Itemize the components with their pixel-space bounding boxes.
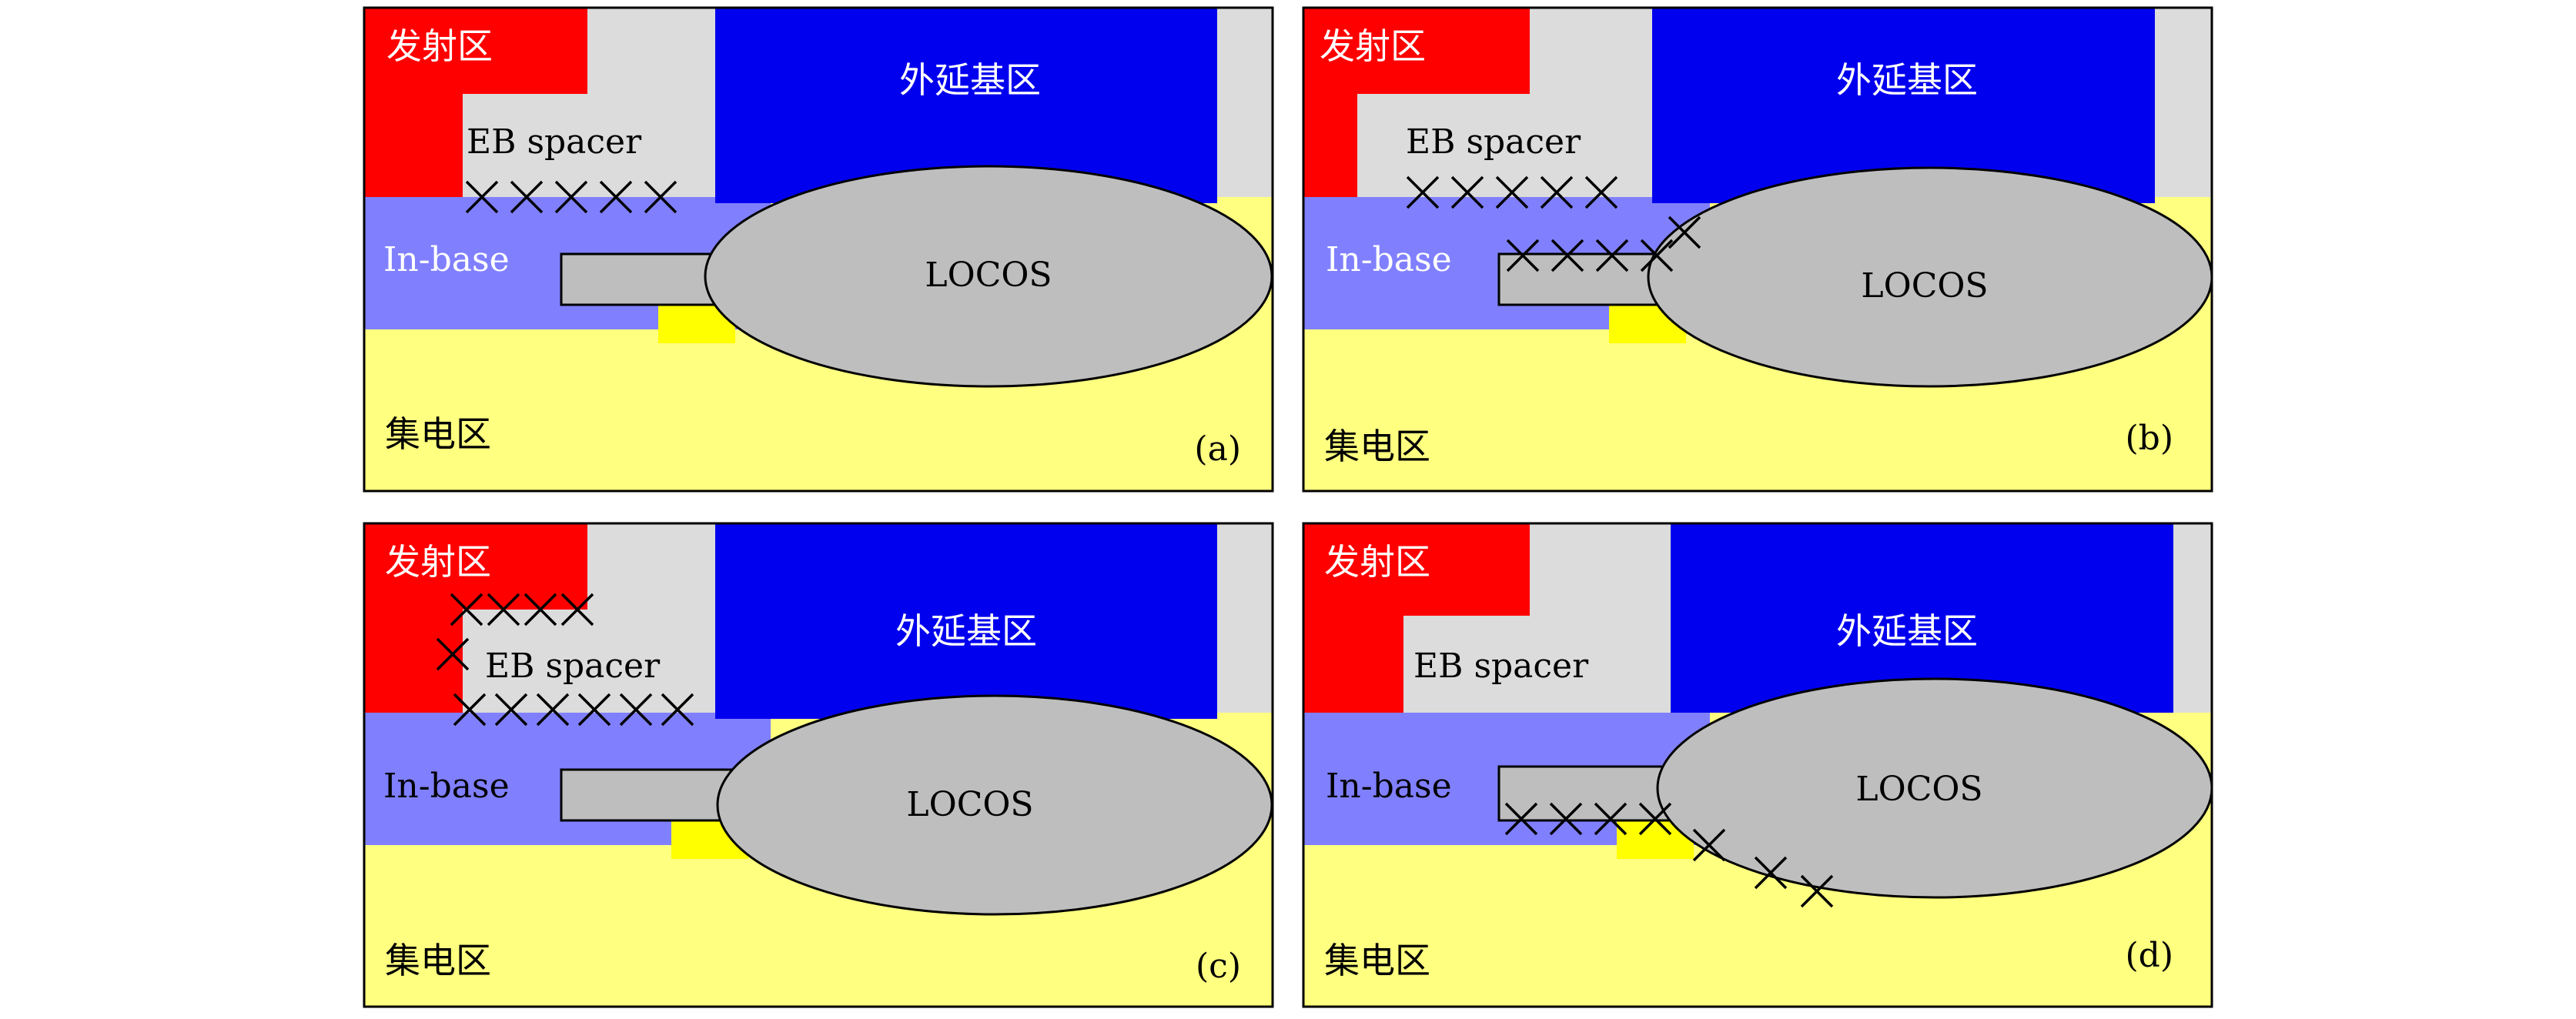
collector-label: 集电区 [385, 413, 491, 455]
defect-marks [436, 593, 694, 727]
emitter-label: 发射区 [1320, 25, 1426, 67]
oxide-plate [560, 768, 748, 822]
locos-label: LOCOS [906, 785, 1033, 824]
spacer-label: EB spacer [467, 122, 642, 162]
ext-base-region [715, 523, 1217, 719]
emitter-region [1303, 8, 1530, 197]
panel-b: 发射区 EB spacer 外延基区 In-base LOCOS 集电区 (b) [1302, 6, 2213, 493]
panel-tag: (b) [2126, 419, 2174, 458]
panel-border [363, 6, 1274, 493]
defect-marks [1406, 175, 1701, 272]
in-base-label: In-base [383, 767, 510, 806]
panel-tag: (c) [1196, 947, 1241, 986]
emitter-region [364, 8, 587, 197]
defect-marks [465, 180, 677, 214]
emitter-label: 发射区 [386, 25, 493, 67]
locos-label: LOCOS [925, 256, 1052, 295]
panel-border [363, 522, 1274, 1008]
collector-label: 集电区 [385, 940, 491, 981]
ext-base-label: 外延基区 [1836, 610, 1978, 652]
emitter-region [364, 523, 587, 713]
locos-label: LOCOS [1861, 266, 1988, 306]
in-base-label: In-base [383, 240, 510, 279]
emitter-label: 发射区 [385, 541, 491, 583]
spacer-label: EB spacer [1413, 646, 1589, 686]
in-base-label: In-base [1326, 240, 1452, 279]
panel-border [1302, 6, 2213, 493]
spacer-label: EB spacer [485, 646, 661, 686]
ext-base-label: 外延基区 [895, 610, 1037, 652]
in-base-label: In-base [1326, 767, 1452, 806]
panel-a: 发射区 EB spacer 外延基区 In-base LOCOS 集电区 (a) [363, 6, 1274, 493]
panel-tag: (a) [1194, 429, 1241, 469]
emitter-label: 发射区 [1324, 541, 1430, 583]
collector-label: 集电区 [1324, 940, 1430, 981]
panel-d: 发射区 EB spacer 外延基区 In-base LOCOS 集电区 (d) [1302, 522, 2213, 1008]
emitter-region [1303, 523, 1530, 713]
spacer-label: EB spacer [1406, 122, 1581, 162]
panel-c: 发射区 EB spacer 外延基区 In-base LOCOS 集电区 (c) [363, 522, 1274, 1008]
defect-marks [1504, 802, 1834, 908]
locos-label: LOCOS [1855, 770, 1982, 809]
collector-label: 集电区 [1324, 426, 1430, 467]
ext-base-label: 外延基区 [899, 59, 1041, 101]
ext-base-label: 外延基区 [1836, 59, 1978, 101]
panel-tag: (d) [2126, 936, 2174, 975]
panel-border [1302, 522, 2213, 1008]
